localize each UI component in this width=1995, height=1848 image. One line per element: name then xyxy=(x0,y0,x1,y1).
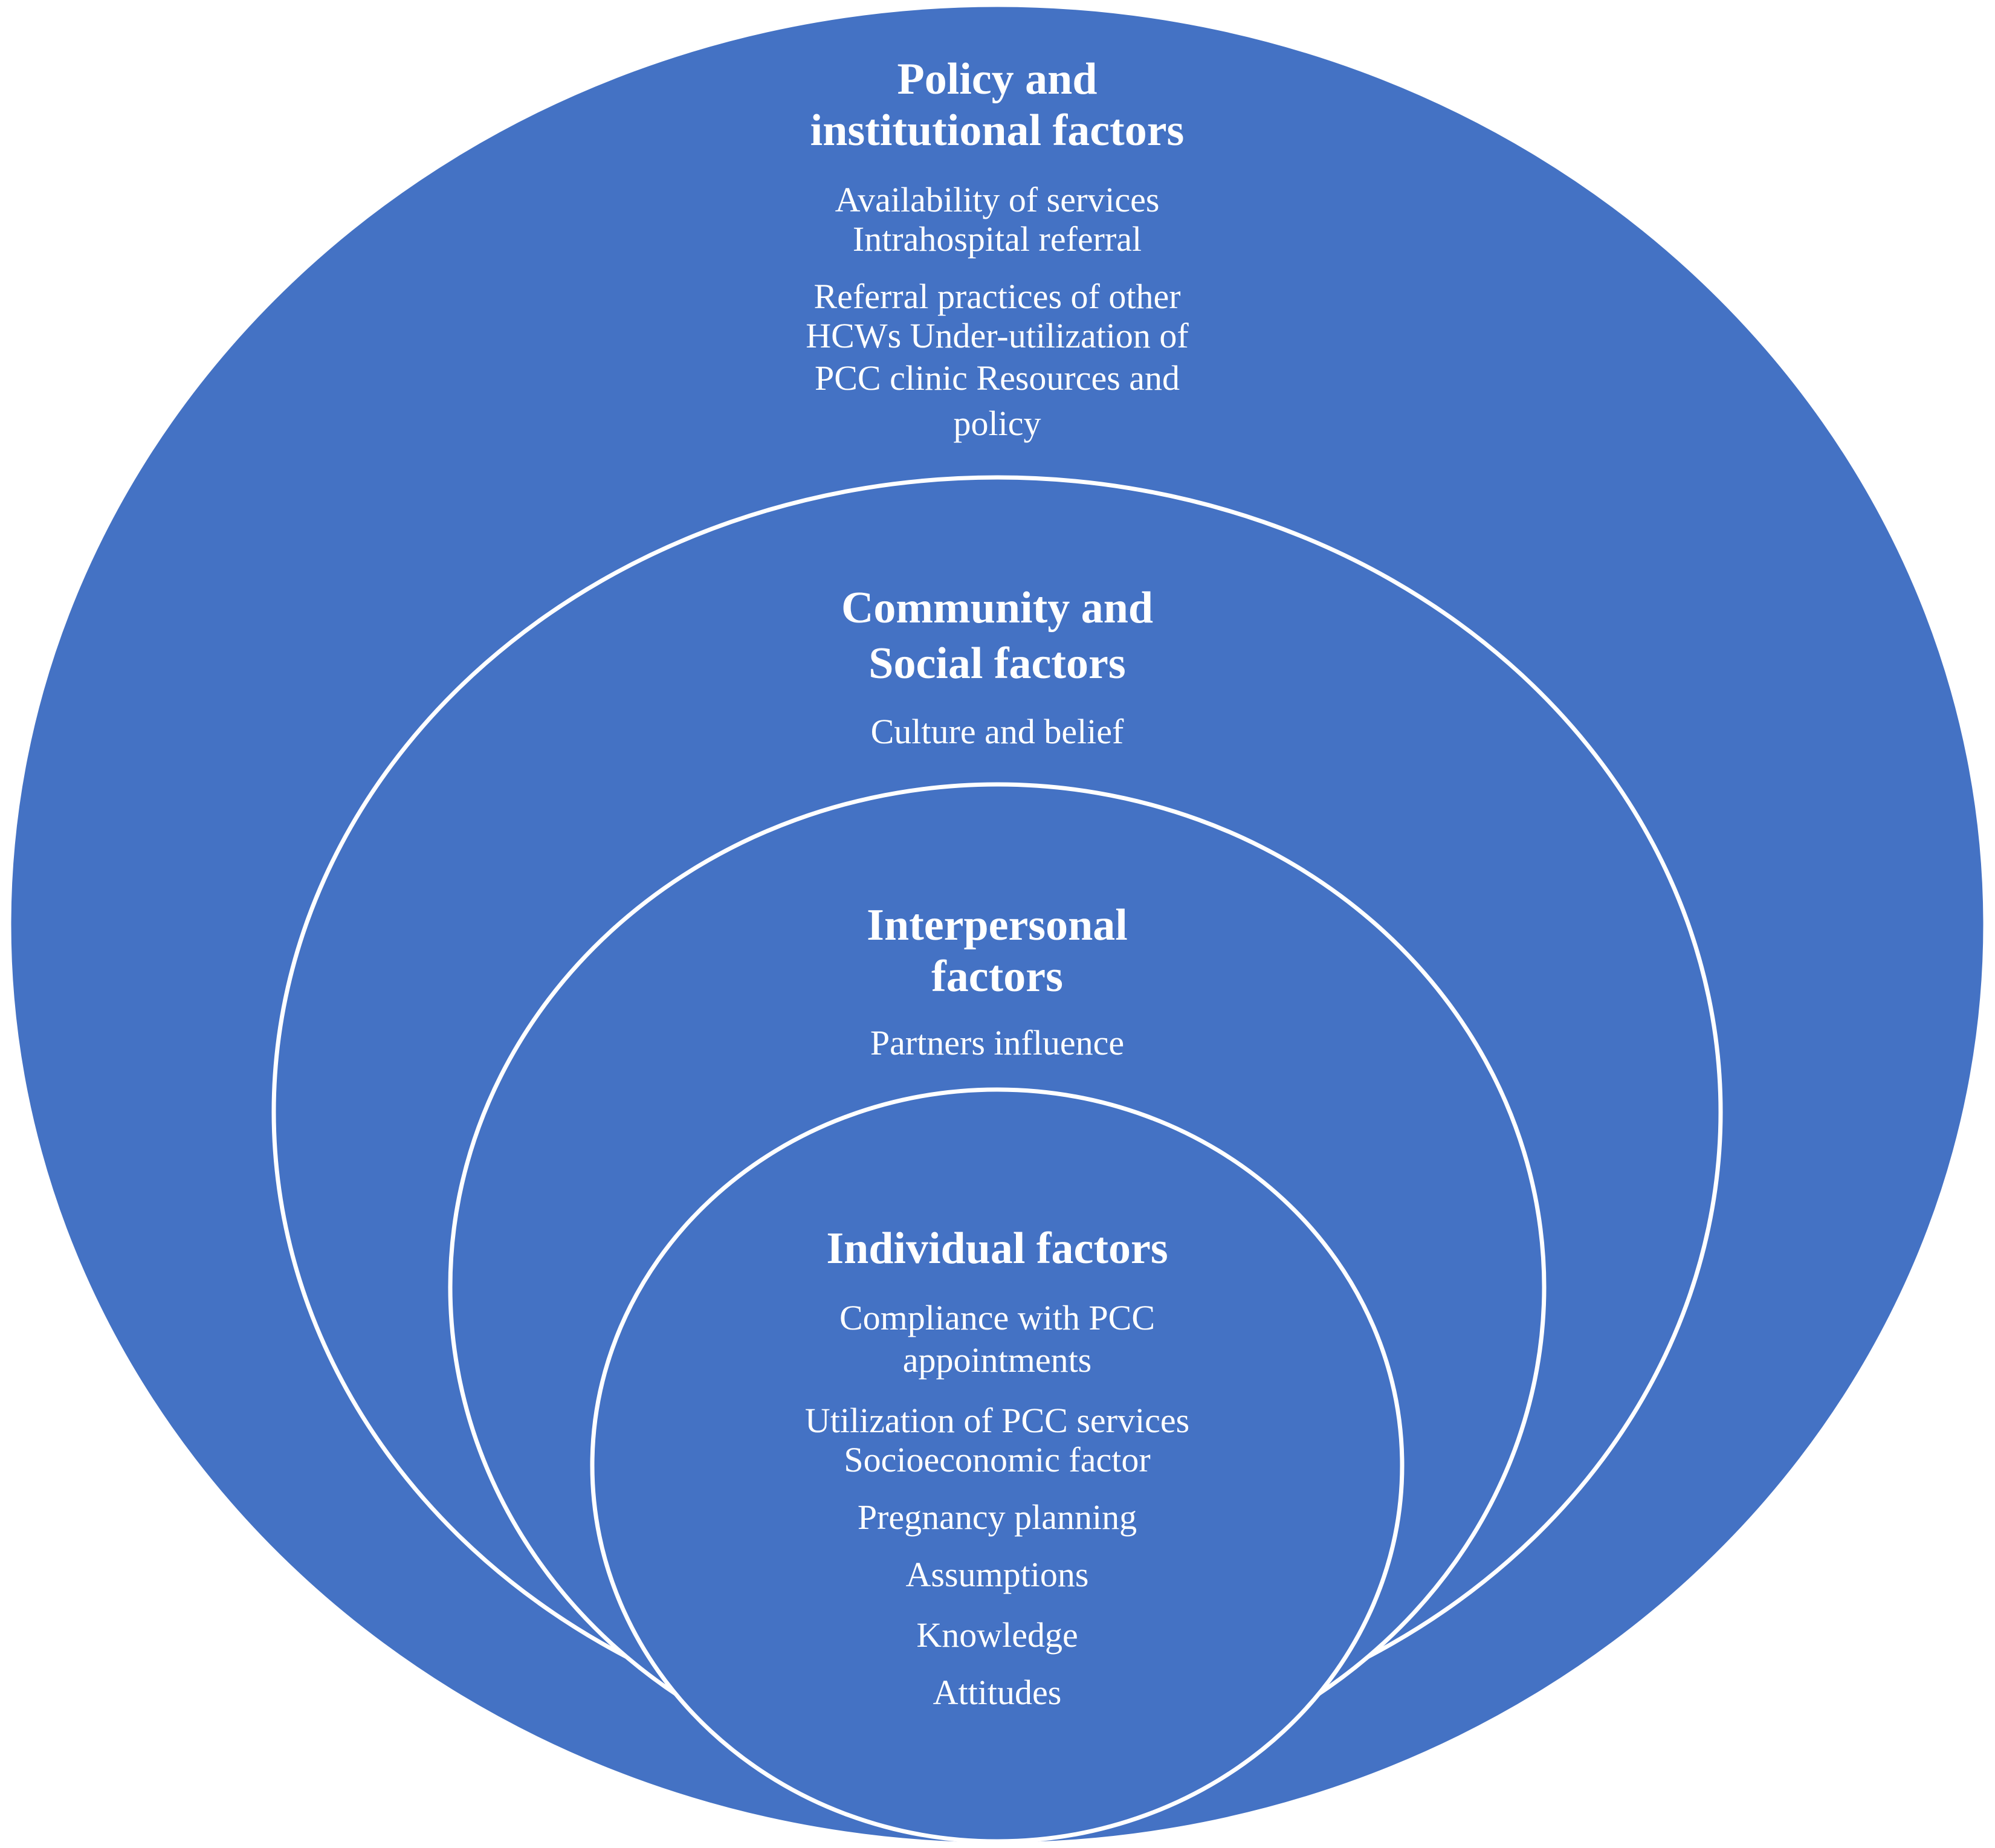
individual-item-line-2: appointments xyxy=(903,1340,1092,1380)
policy-institutional-label-group: Policy and institutional factors Availab… xyxy=(806,54,1189,443)
community-item-line-1: Culture and belief xyxy=(871,712,1124,751)
individual-item-line-4: Socioeconomic factor xyxy=(844,1440,1150,1479)
individual-item-line-8: Attitudes xyxy=(933,1673,1062,1712)
policy-item-line-5: PCC clinic Resources and xyxy=(815,358,1180,398)
policy-title-line-1: Policy and xyxy=(897,54,1098,104)
policy-item-line-6: policy xyxy=(954,404,1041,443)
interpersonal-item-line-1: Partners influence xyxy=(870,1023,1124,1062)
individual-item-line-5: Pregnancy planning xyxy=(858,1497,1137,1537)
interpersonal-title-line-1: Interpersonal xyxy=(867,900,1128,950)
individual-label-group: Individual factors Compliance with PCC a… xyxy=(805,1224,1189,1712)
policy-item-line-1: Availability of services xyxy=(835,180,1160,219)
policy-item-line-4: HCWs Under-utilization of xyxy=(806,316,1189,355)
interpersonal-label-group: Interpersonal factors Partners influence xyxy=(867,900,1128,1062)
policy-item-line-3: Referral practices of other xyxy=(813,277,1180,316)
individual-item-line-6: Assumptions xyxy=(906,1555,1089,1594)
individual-item-line-3: Utilization of PCC services xyxy=(805,1401,1189,1440)
individual-ellipse xyxy=(590,1087,1405,1844)
policy-item-line-2: Intrahospital referral xyxy=(853,219,1142,259)
individual-item-line-7: Knowledge xyxy=(916,1615,1078,1655)
community-social-label-group: Community and Social factors Culture and… xyxy=(841,583,1153,751)
interpersonal-title-line-2: factors xyxy=(931,952,1063,1001)
community-title-line-2: Social factors xyxy=(868,639,1125,688)
individual-item-line-1: Compliance with PCC xyxy=(839,1298,1155,1337)
community-title-line-1: Community and xyxy=(841,583,1153,633)
policy-title-line-2: institutional factors xyxy=(810,106,1185,155)
individual-title-line-1: Individual factors xyxy=(826,1224,1168,1273)
